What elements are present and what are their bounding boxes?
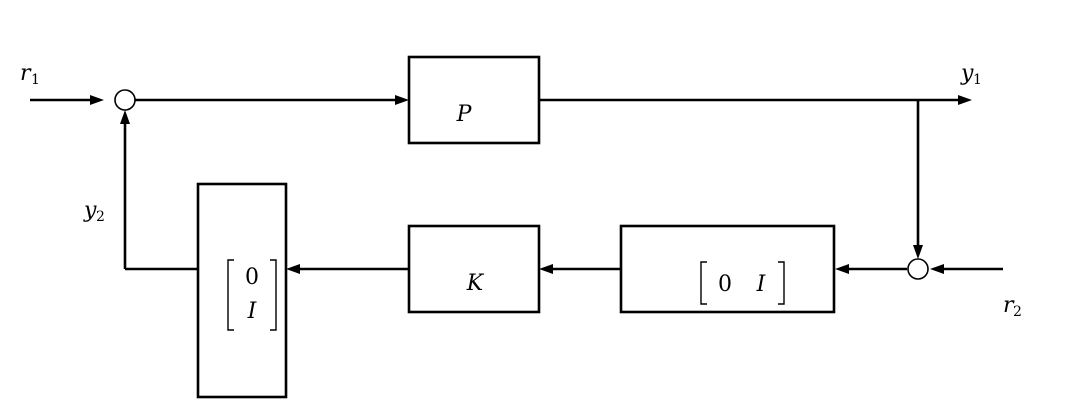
arrow-into-plant — [395, 95, 409, 105]
selector-in-left-bracket — [700, 261, 707, 305]
signal-y2-sub: 2 — [96, 209, 105, 225]
arrow-into-sum1-bottom — [120, 110, 130, 124]
controller-box — [407, 224, 541, 314]
signal-y1-main: y — [960, 61, 974, 86]
signal-r2-main: r — [1003, 293, 1015, 318]
selector-in-zero: 0 — [718, 272, 732, 297]
selector-out-block: 0 I — [196, 182, 288, 399]
selector-out-right-bracket — [270, 259, 277, 331]
signal-r2-sub: 2 — [1013, 304, 1022, 320]
plant-block: P — [407, 55, 541, 145]
controller-block: K — [407, 224, 541, 314]
plant-box — [407, 55, 541, 145]
arrow-y1-out — [958, 95, 972, 105]
selector-out-zero: 0 — [245, 265, 259, 290]
selector-in-block: 0 I — [619, 224, 836, 314]
signal-label-r2: r 2 — [1003, 293, 1022, 320]
arrow-into-sum1 — [90, 95, 104, 105]
arrow-into-controller — [539, 264, 553, 274]
controller-label: K — [466, 271, 485, 296]
signal-y2-main: y — [83, 198, 97, 223]
signal-label-y1: y 1 — [960, 61, 982, 88]
selector-in-identity: I — [756, 272, 767, 297]
selector-in-box — [619, 224, 836, 314]
arrowheads — [90, 95, 972, 274]
summing-junction-1 — [114, 89, 136, 111]
arrow-into-selector-out — [286, 264, 300, 274]
selector-out-identity: I — [247, 299, 258, 324]
arrow-into-sum2-right — [930, 264, 944, 274]
signal-r1-main: r — [20, 61, 32, 86]
signal-y1-sub: 1 — [973, 72, 982, 88]
plant-label: P — [456, 102, 473, 127]
arrow-into-sum2-top — [913, 245, 923, 259]
signal-label-y2: y 2 — [83, 198, 105, 225]
selector-out-left-bracket — [227, 259, 234, 331]
summing-junction-2 — [907, 258, 929, 280]
selector-out-box — [196, 182, 288, 399]
selector-in-right-bracket — [778, 261, 785, 305]
arrow-into-selector-in — [835, 264, 849, 274]
signal-label-r1: r 1 — [20, 61, 40, 88]
signal-r1-sub: 1 — [31, 72, 40, 88]
signal-lines — [30, 98, 1003, 271]
